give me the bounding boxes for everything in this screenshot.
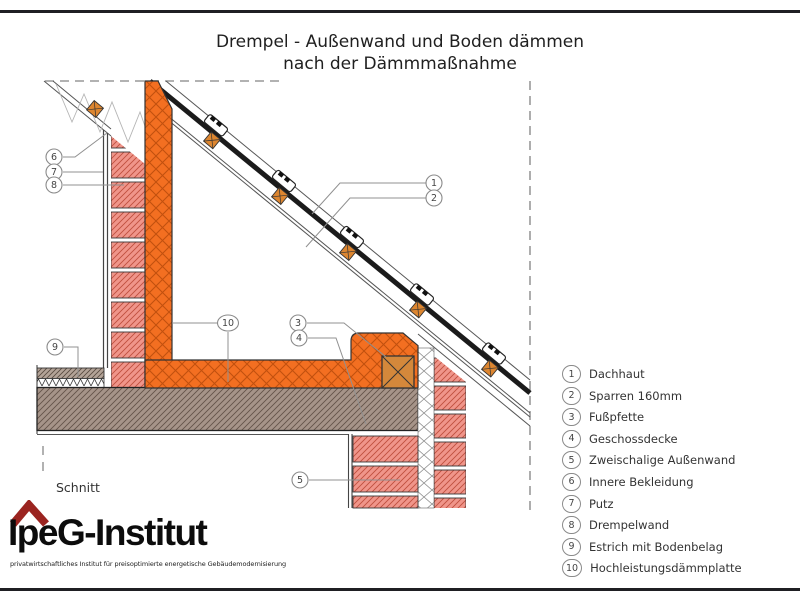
svg-text:8: 8 (51, 180, 57, 191)
legend-item-7: 7 Putz (562, 494, 742, 513)
floor-insulation (144, 332, 419, 389)
svg-text:7: 7 (51, 167, 57, 178)
svg-text:2: 2 (431, 193, 437, 204)
legend-item-10: 10 Hochleistungsdämmplatte (562, 559, 742, 578)
legend-item-3: 3 Fußpfette (562, 408, 742, 427)
logo-name: IpeG-Institut (8, 512, 208, 553)
legend-item-9: 9 Estrich mit Bodenbelag (562, 537, 742, 556)
callout-10: 10 (216, 314, 240, 332)
legend-label-6: Innere Bekleidung (589, 474, 694, 489)
legend-label-4: Geschossdecke (589, 431, 678, 446)
frame-top-line (0, 10, 800, 13)
legend-label-5: Zweischalige Außenwand (589, 453, 736, 468)
legend-number-5: 5 (562, 451, 581, 470)
callout-3: 3 (289, 314, 307, 332)
legend-number-8: 8 (562, 516, 581, 535)
lining-batten (85, 99, 105, 119)
svg-text:4: 4 (296, 333, 302, 344)
legend-number-4: 4 (562, 429, 581, 448)
title-line-2: nach der Dämmmaßnahme (283, 54, 517, 75)
title-line-1: Drempel - Außenwand und Boden dämmen (215, 32, 585, 52)
exterior-wall (347, 347, 466, 509)
callout-1: 1 (425, 174, 443, 192)
logo-roof-icon (9, 500, 49, 527)
callout-9: 9 (46, 338, 64, 356)
ipeg-logo: IpeG-Institut privatwirtschaftliches Ins… (6, 496, 286, 582)
roof-tile-clips (203, 114, 507, 365)
wall-cavity (417, 347, 435, 509)
section-view-label: Schnitt (56, 480, 100, 495)
callout-leaders (63, 132, 426, 481)
legend-number-2: 2 (562, 386, 581, 405)
legend-item-1: 1 Dachhaut (562, 365, 742, 383)
callouts: 1 2 3 4 5 6 7 8 9 10 (45, 148, 443, 489)
legend-number-6: 6 (562, 472, 581, 491)
inner-leaf-bricks (352, 435, 419, 509)
callout-5: 5 (291, 471, 309, 489)
legend-number-3: 3 (562, 408, 581, 427)
legend-label-8: Drempelwand (589, 518, 670, 533)
svg-text:1: 1 (431, 178, 437, 189)
legend-item-2: 2 Sparren 160mm (562, 386, 742, 405)
legend-label-10: Hochleistungsdämmplatte (590, 561, 742, 576)
legend-item-8: 8 Drempelwand (562, 516, 742, 535)
legend-label-7: Putz (589, 496, 614, 511)
legend-item-4: 4 Geschossdecke (562, 429, 742, 448)
legend-item-6: 6 Innere Bekleidung (562, 472, 742, 491)
page-title: Drempel - Außenwand und Boden dämmen nac… (0, 31, 800, 76)
legend-number-10: 10 (562, 559, 583, 578)
legend-label-9: Estrich mit Bodenbelag (589, 539, 724, 554)
logo-tagline: privatwirtschaftliches Institut für prei… (10, 560, 287, 568)
svg-text:3: 3 (295, 318, 301, 329)
legend-label-2: Sparren 160mm (589, 388, 683, 403)
legend-number-1: 1 (562, 365, 581, 383)
legend-number-9: 9 (562, 537, 581, 556)
knee-wall (102, 80, 173, 389)
legend-number-7: 7 (562, 494, 581, 513)
legend-label-3: Fußpfette (589, 410, 645, 425)
callout-6: 6 (45, 148, 63, 166)
frame-bottom-line (0, 588, 800, 591)
legend: 1 Dachhaut 2 Sparren 160mm 3 Fußpfette 4 Ges… (562, 365, 742, 578)
svg-text:9: 9 (52, 342, 58, 353)
knee-wall-bricks (111, 136, 145, 388)
roof-battens (145, 84, 500, 378)
callout-2: 2 (425, 189, 443, 207)
purlin-fusspfette (381, 355, 415, 389)
legend-label-1: Dachhaut (589, 367, 645, 381)
knee-wall-insulation (144, 80, 173, 389)
svg-text:5: 5 (297, 475, 303, 486)
outer-leaf-bricks (434, 357, 466, 508)
svg-text:10: 10 (222, 318, 234, 329)
legend-item-5: 5 Zweischalige Außenwand (562, 451, 742, 470)
svg-text:6: 6 (51, 152, 57, 163)
section-cut-lines (45, 80, 531, 510)
callout-4: 4 (290, 329, 308, 347)
callout-8: 8 (45, 176, 63, 194)
roof-skin-dachhaut (148, 79, 532, 395)
